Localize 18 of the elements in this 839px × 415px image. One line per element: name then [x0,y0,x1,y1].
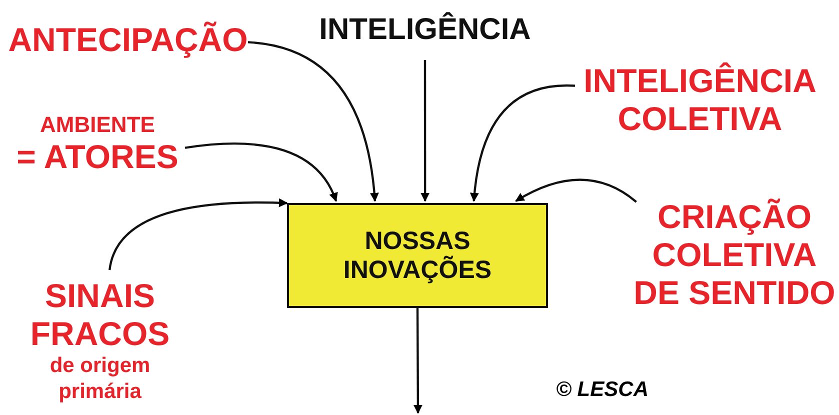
arrow [108,198,288,270]
node-label: ANTECIPAÇÃO [8,21,248,59]
node-label: INTELIGÊNCIA COLETIVA [582,62,818,138]
node-sublabel: = ATORES [16,138,178,176]
arrow [184,142,338,202]
process-box [287,203,548,308]
arrow [248,41,379,202]
copyright-note: © LESCA [556,378,648,402]
node-label: CRIAÇÃO COLETIVA DE SENTIDO [632,198,836,312]
arrow [413,308,422,414]
arrow [515,178,637,203]
node-label: AMBIENTE [40,112,155,138]
arrow [420,60,430,202]
node-label: INTELIGÊNCIA [319,12,531,48]
arrow [470,84,575,202]
box-text: NOSSAS INOVAÇÕES [342,226,492,284]
node-label: SINAIS FRACOS [29,276,171,353]
node-sublabel: de origem primária [48,352,152,405]
